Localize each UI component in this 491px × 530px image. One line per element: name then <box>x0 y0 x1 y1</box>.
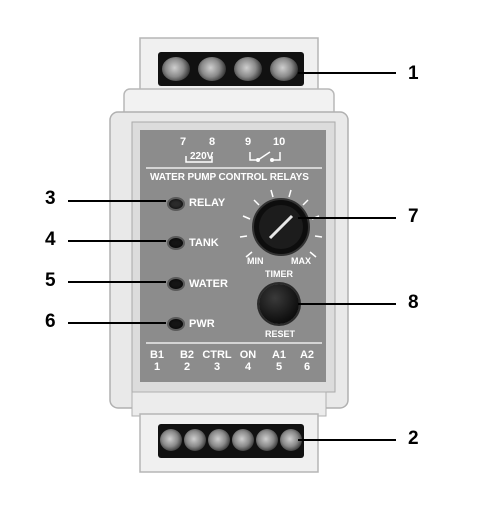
top-screw-2 <box>198 57 226 81</box>
callout-4: 4 <box>45 229 56 250</box>
led-water <box>167 277 185 291</box>
callout-line-6 <box>68 322 166 324</box>
callout-5: 5 <box>45 270 56 291</box>
callout-6: 6 <box>45 311 56 332</box>
callout-line-5 <box>68 281 166 283</box>
terminal-a1-name: A1 <box>271 349 287 361</box>
led-tank <box>167 236 185 250</box>
timer-dial-knob[interactable] <box>253 199 309 255</box>
terminal-9-label: 9 <box>245 136 252 148</box>
timer-label: TIMER <box>265 269 293 279</box>
terminal-b2-name: B2 <box>179 349 195 361</box>
callout-7: 7 <box>408 206 419 227</box>
led-label-tank: TANK <box>189 237 219 249</box>
reset-button[interactable] <box>259 284 299 324</box>
callout-3: 3 <box>45 188 56 209</box>
terminal-b1-num: 1 <box>153 361 161 373</box>
led-label-water: WATER <box>189 278 228 290</box>
bottom-screw-4 <box>232 429 254 451</box>
panel-title: WATER PUMP CONTROL RELAYS <box>150 172 309 183</box>
terminal-on-num: 4 <box>244 361 252 373</box>
terminal-10-label: 10 <box>273 136 286 148</box>
bottom-screw-6 <box>280 429 302 451</box>
top-screw-1 <box>162 57 190 81</box>
terminal-7-label: 7 <box>180 136 187 148</box>
bottom-screw-1 <box>160 429 182 451</box>
callout-line-4 <box>68 240 166 242</box>
callout-line-2 <box>298 439 396 441</box>
callout-8: 8 <box>408 292 419 313</box>
terminal-b1-name: B1 <box>149 349 165 361</box>
callout-line-1 <box>298 72 396 74</box>
led-label-pwr: PWR <box>189 318 215 330</box>
led-pwr <box>167 317 185 331</box>
terminal-on-name: ON <box>239 349 257 361</box>
top-screw-3 <box>234 57 262 81</box>
led-label-relay: RELAY <box>189 197 226 209</box>
callout-line-3 <box>68 200 166 202</box>
dial-min-label: MIN <box>247 256 264 266</box>
callout-line-7 <box>298 217 396 219</box>
terminal-a1-num: 5 <box>275 361 283 373</box>
terminal-a2-num: 6 <box>303 361 311 373</box>
terminal-a2-name: A2 <box>299 349 315 361</box>
callout-line-8 <box>298 303 396 305</box>
bottom-screw-5 <box>256 429 278 451</box>
terminal-ctrl-name: CTRL <box>202 349 232 361</box>
terminal-ctrl-num: 3 <box>213 361 221 373</box>
bottom-screw-3 <box>208 429 230 451</box>
reset-label: RESET <box>265 329 296 339</box>
bottom-screw-2 <box>184 429 206 451</box>
led-relay <box>167 197 185 211</box>
dial-max-label: MAX <box>291 256 311 266</box>
terminal-8-label: 8 <box>209 136 216 148</box>
callout-2: 2 <box>408 428 419 449</box>
terminal-b2-num: 2 <box>183 361 191 373</box>
supply-voltage-label: 220V <box>190 151 214 162</box>
top-screw-4 <box>270 57 298 81</box>
callout-1: 1 <box>408 63 419 84</box>
